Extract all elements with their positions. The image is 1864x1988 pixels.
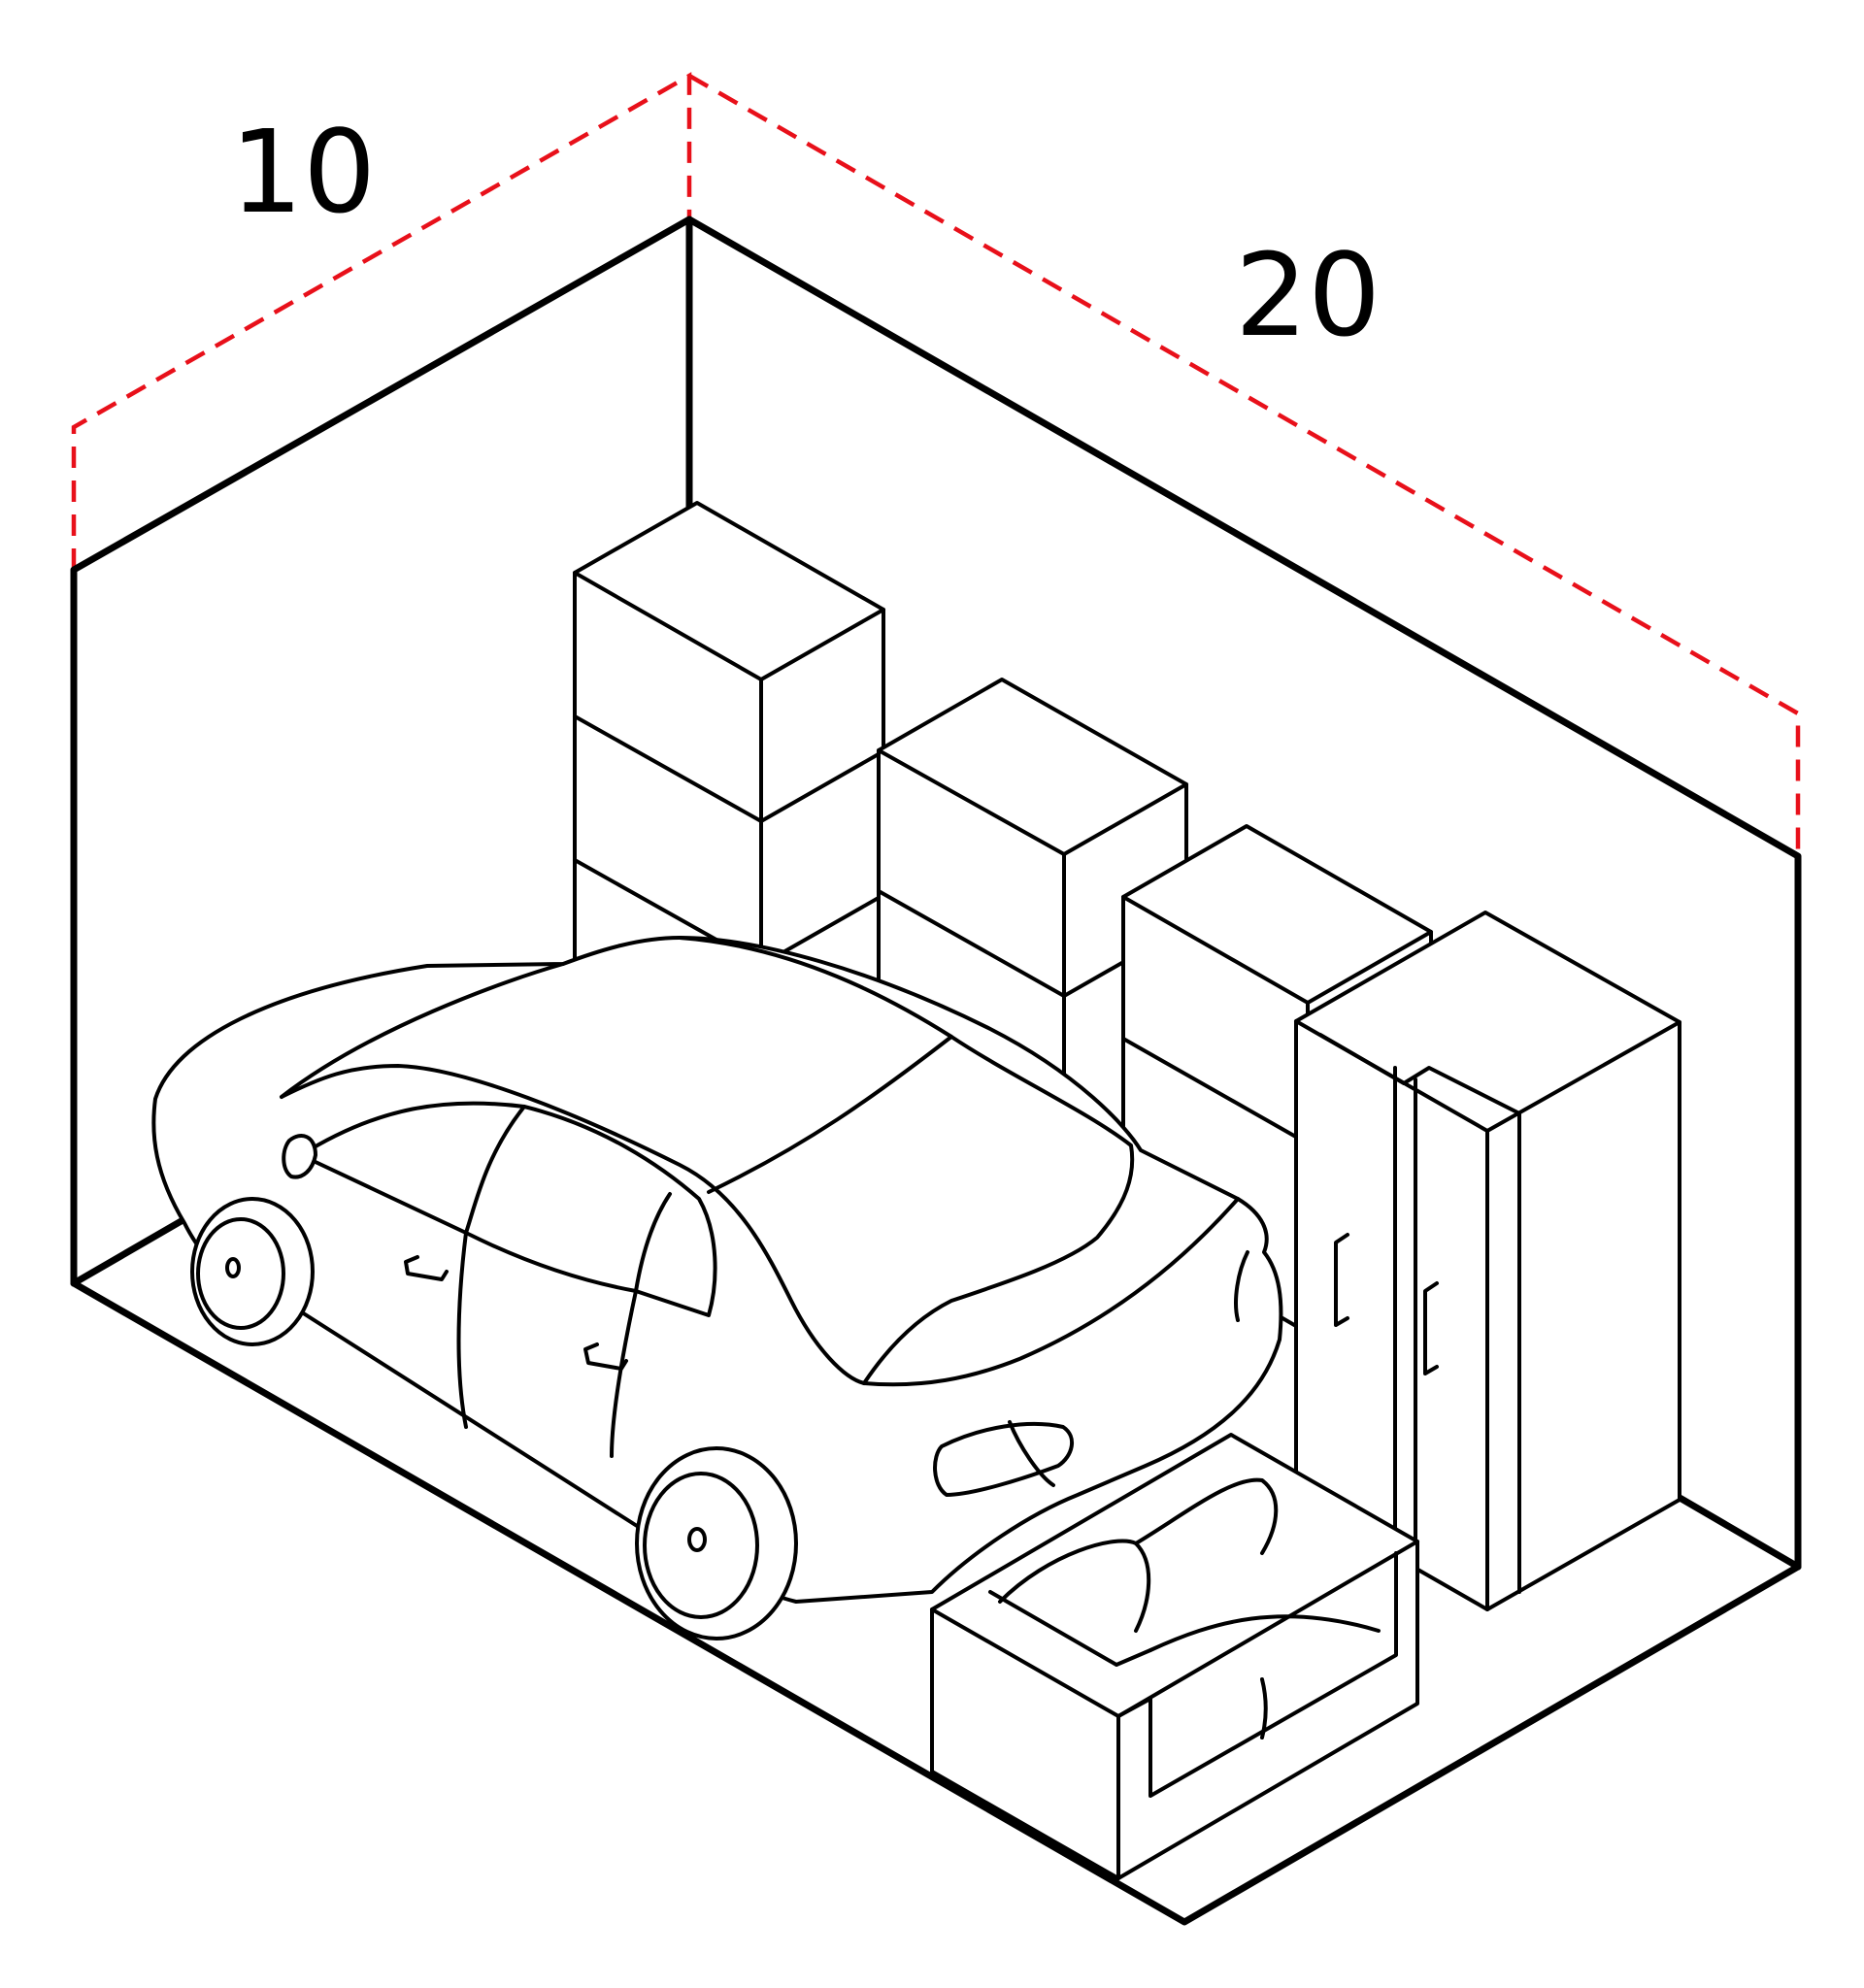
- sofa: [930, 1433, 1419, 1880]
- storage-unit-walls: [70, 215, 1802, 1926]
- wardrobe-handle-right-icon: [1423, 1281, 1439, 1375]
- floor-front-edge: [70, 1279, 1802, 1926]
- door-handle-rear-icon: [583, 1342, 628, 1371]
- rear-wheel: [635, 1446, 798, 1640]
- wardrobe-handle-left-icon: [1334, 1233, 1349, 1327]
- width-dimension-line: [71, 72, 692, 570]
- wardrobe: [1294, 911, 1681, 1611]
- dimension-lines: [71, 72, 1801, 856]
- front-wheel: [190, 1197, 315, 1346]
- car: [151, 936, 1283, 1640]
- left-wall-outline: [70, 215, 693, 1287]
- floor-right-back-edge: [1671, 1491, 1802, 1571]
- width-dimension-label: 10: [230, 105, 376, 239]
- back-wall-outline: [685, 215, 1802, 1571]
- side-mirror: [282, 1134, 317, 1179]
- depth-dimension-label: 20: [1235, 228, 1381, 362]
- floor-left-back-edge: [70, 1215, 188, 1287]
- door-handle-front-icon: [404, 1255, 449, 1281]
- depth-dimension-line: [687, 74, 1801, 856]
